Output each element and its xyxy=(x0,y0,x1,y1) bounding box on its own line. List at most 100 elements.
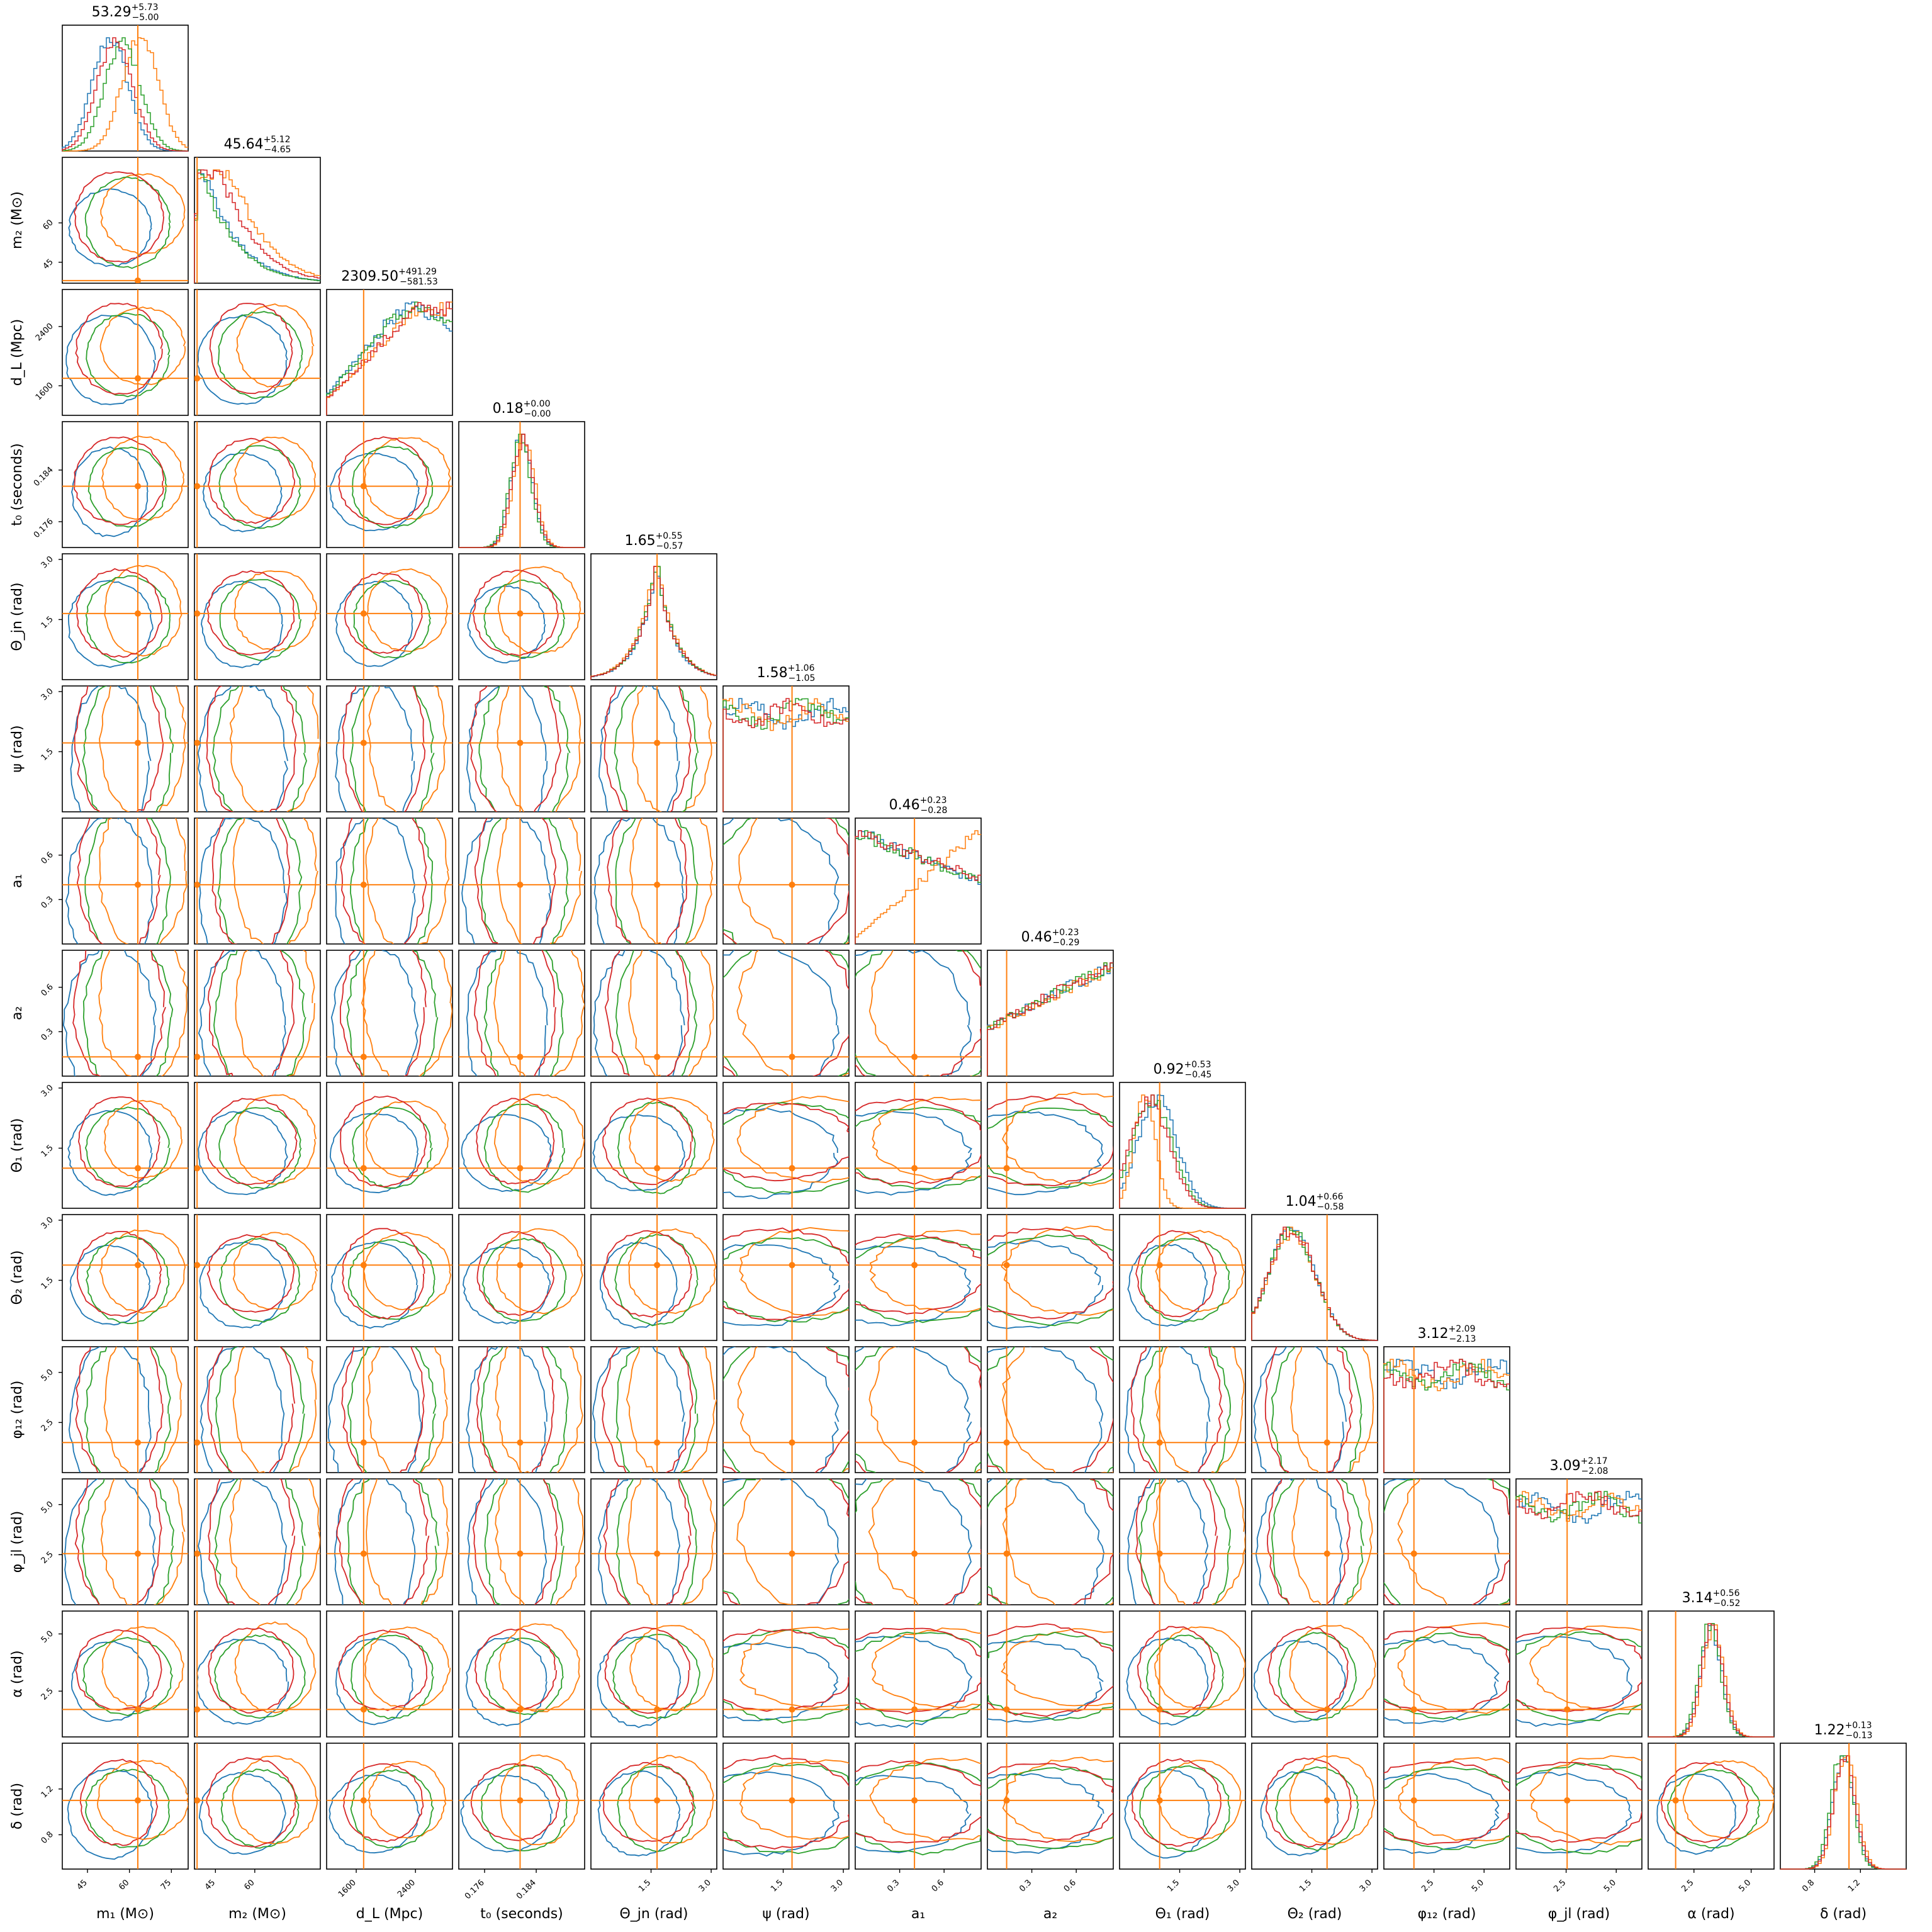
hist-series-3 xyxy=(62,37,188,152)
hist-title-m2: 45.64+5.12−4.65 xyxy=(224,135,291,155)
contour-series-0 xyxy=(987,1347,1104,1473)
scatter-panel-a1-a2 xyxy=(855,950,982,1077)
contour-series-1 xyxy=(496,1228,583,1315)
hist-frame xyxy=(987,950,1114,1077)
x-tick-label: 2.5 xyxy=(1680,1878,1695,1894)
y-axis-label-theta2: Θ₂ (rad) xyxy=(9,1250,25,1305)
panel-frame xyxy=(855,1346,982,1473)
x-tick-label: 0.6 xyxy=(1062,1878,1078,1894)
x-axis-label-psi: ψ (rad) xyxy=(762,1906,809,1922)
y-axis-label-theta1: Θ₁ (rad) xyxy=(9,1118,25,1173)
contour-series-1 xyxy=(1290,1347,1374,1473)
hist-series-2 xyxy=(459,434,585,548)
contour-series-2 xyxy=(987,1479,1113,1605)
hist-title-alpha: 3.14+0.56−0.52 xyxy=(1682,1588,1741,1609)
panel-frame xyxy=(62,1214,189,1341)
panel-frame xyxy=(326,1082,453,1209)
hist-series-0 xyxy=(1383,1359,1510,1473)
contour-series-2 xyxy=(723,950,849,1076)
contour-series-0 xyxy=(592,1347,686,1473)
scatter-panel-m1-delta xyxy=(62,1743,189,1870)
truth-point xyxy=(1323,1706,1330,1713)
contour-series-3 xyxy=(74,1479,162,1605)
panel-frame xyxy=(326,817,453,945)
hist-title-theta2: 1.04+0.66−0.58 xyxy=(1286,1192,1344,1212)
contour-series-0 xyxy=(461,818,551,944)
contour-series-0 xyxy=(855,1109,972,1196)
truth-point xyxy=(1003,1439,1010,1446)
scatter-panel-a2-theta1 xyxy=(987,1082,1114,1209)
scatter-panel-theta_jn-alpha xyxy=(590,1610,717,1738)
contour-series-2 xyxy=(213,950,306,1076)
truth-point xyxy=(360,881,367,888)
scatter-panel-a1-theta1 xyxy=(855,1082,982,1209)
hist-panel-a2: 0.46+0.23−0.29 xyxy=(987,928,1114,1077)
y-tick-label: 45 xyxy=(42,257,55,271)
scatter-panel-m1-a1 xyxy=(62,817,189,945)
x-tick-label: 1.5 xyxy=(637,1878,653,1894)
truth-point xyxy=(654,739,661,746)
contour-series-0 xyxy=(1516,1772,1632,1854)
hist-series-1 xyxy=(1648,1623,1774,1738)
scatter-panel-a2-phi12 xyxy=(987,1346,1114,1473)
scatter-panel-m2-phijl xyxy=(194,1478,321,1605)
contour-series-2 xyxy=(218,1107,302,1189)
hist-series-2 xyxy=(1383,1359,1510,1473)
hist-panel-t0: 0.18+0.00−0.00 xyxy=(458,399,585,548)
contour-series-2 xyxy=(1516,1631,1642,1722)
scatter-panel-m1-m2 xyxy=(62,157,189,284)
contour-series-2 xyxy=(1271,1479,1364,1605)
hist-panel-psi: 1.58+1.06−1.05 xyxy=(722,663,850,812)
contour-series-2 xyxy=(481,1238,567,1322)
y-tick-label: 0.176 xyxy=(32,517,55,540)
scatter-panel-dL-phi12 xyxy=(326,1346,453,1473)
scatter-panel-m2-dL xyxy=(194,289,321,416)
contour-series-2 xyxy=(346,950,439,1076)
y-axis-label-delta: δ (rad) xyxy=(9,1783,25,1829)
panel-frame xyxy=(458,1478,585,1605)
panel-frame xyxy=(1251,1610,1378,1738)
contour-series-0 xyxy=(67,580,154,668)
scatter-panel-phi12-phijl xyxy=(1383,1478,1510,1605)
truth-point xyxy=(194,881,201,888)
scatter-panel-m1-theta1 xyxy=(62,1082,189,1209)
truth-point xyxy=(789,1262,795,1269)
hist-series-3 xyxy=(194,169,320,283)
panel-frame xyxy=(194,289,321,416)
truth-point xyxy=(654,1706,661,1713)
scatter-panel-m2-psi xyxy=(194,685,321,812)
hist-panel-m1: 53.29+5.73−5.00 xyxy=(62,3,189,152)
contour-series-1 xyxy=(1529,1625,1642,1712)
contour-series-1 xyxy=(1002,1347,1113,1473)
truth-point xyxy=(911,1706,918,1713)
contour-series-0 xyxy=(335,1637,414,1726)
scatter-panel-t0-phijl xyxy=(458,1478,585,1605)
contour-series-3 xyxy=(1137,1626,1216,1716)
contour-series-1 xyxy=(367,686,447,812)
contour-series-3 xyxy=(723,950,849,1076)
hist-series-2 xyxy=(194,169,320,283)
scatter-panel-theta1-delta xyxy=(1119,1743,1246,1870)
contour-series-3 xyxy=(476,1347,555,1473)
panel-frame xyxy=(855,1082,982,1209)
truth-point xyxy=(194,739,201,746)
contour-series-2 xyxy=(347,1239,435,1320)
x-tick-label: 3.0 xyxy=(1226,1878,1242,1894)
truth-point xyxy=(1003,1165,1010,1172)
contour-series-1 xyxy=(234,1621,317,1714)
contour-series-1 xyxy=(366,568,449,653)
y-tick-label: 3.0 xyxy=(40,1215,55,1231)
contour-series-3 xyxy=(723,1227,849,1320)
contour-series-3 xyxy=(855,1347,981,1473)
contour-series-2 xyxy=(1384,1479,1510,1605)
contour-series-3 xyxy=(855,1627,981,1715)
contour-series-3 xyxy=(987,1347,1113,1473)
hist-frame xyxy=(62,25,189,152)
contour-series-1 xyxy=(1002,1091,1113,1187)
panel-frame xyxy=(326,1478,453,1605)
contour-series-1 xyxy=(232,818,318,944)
contour-series-1 xyxy=(1152,1479,1245,1605)
hist-title-a2: 0.46+0.23−0.29 xyxy=(1021,928,1080,948)
contour-series-2 xyxy=(84,176,171,269)
truth-point xyxy=(1323,1550,1330,1557)
